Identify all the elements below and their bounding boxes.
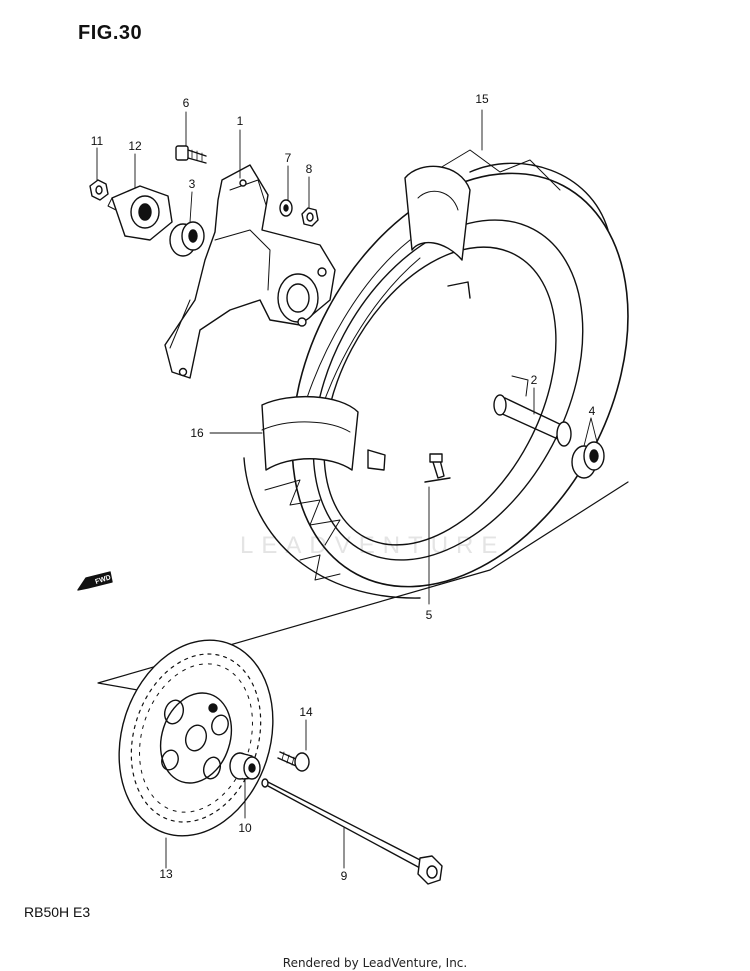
tube-part-16[interactable] bbox=[243, 395, 421, 599]
wheel-hub-part-1[interactable] bbox=[164, 164, 336, 379]
washer-part-7[interactable] bbox=[279, 199, 293, 217]
nut-part-11[interactable] bbox=[89, 179, 109, 201]
callout-14: 14 bbox=[299, 705, 313, 719]
axle-spacer-part-2[interactable] bbox=[493, 375, 572, 447]
callout-16: 16 bbox=[190, 426, 204, 440]
callout-10: 10 bbox=[238, 821, 252, 835]
bolt-part-14[interactable] bbox=[277, 751, 310, 772]
bolt-part-6[interactable] bbox=[175, 145, 207, 164]
callout-7: 7 bbox=[284, 151, 292, 165]
callout-12: 12 bbox=[128, 139, 142, 153]
tire-part-15[interactable] bbox=[224, 115, 695, 644]
watermark: LEADVENTURE bbox=[240, 532, 506, 559]
collar-part-10[interactable] bbox=[229, 752, 261, 780]
fwd-label: FWD bbox=[94, 574, 111, 586]
brake-disc-part-13[interactable] bbox=[95, 620, 298, 856]
figure-title: FIG.30 bbox=[78, 22, 143, 44]
callout-15: 15 bbox=[475, 92, 489, 106]
footer-credit: Rendered by LeadVenture, Inc. bbox=[282, 956, 468, 970]
speedometer-gear-part-12[interactable] bbox=[107, 185, 173, 241]
nut-part-8[interactable] bbox=[301, 207, 319, 227]
callout-3: 3 bbox=[188, 177, 196, 191]
valve-part-5[interactable] bbox=[424, 453, 451, 483]
forward-arrow-icon: FWD bbox=[77, 571, 113, 591]
callout-6: 6 bbox=[182, 96, 190, 110]
callout-2: 2 bbox=[530, 373, 538, 387]
callout-4: 4 bbox=[588, 404, 596, 418]
axle-part-9[interactable] bbox=[261, 778, 443, 885]
callout-1: 1 bbox=[236, 114, 244, 128]
leader-lines bbox=[96, 109, 598, 869]
bearing-part-3[interactable] bbox=[169, 221, 205, 257]
model-code: RB50H E3 bbox=[24, 904, 91, 920]
callout-8: 8 bbox=[305, 162, 313, 176]
callout-5: 5 bbox=[425, 608, 433, 622]
callout-11: 11 bbox=[90, 134, 104, 148]
bearing-part-4[interactable] bbox=[571, 441, 605, 479]
callout-9: 9 bbox=[340, 869, 348, 883]
callout-13: 13 bbox=[159, 867, 173, 881]
